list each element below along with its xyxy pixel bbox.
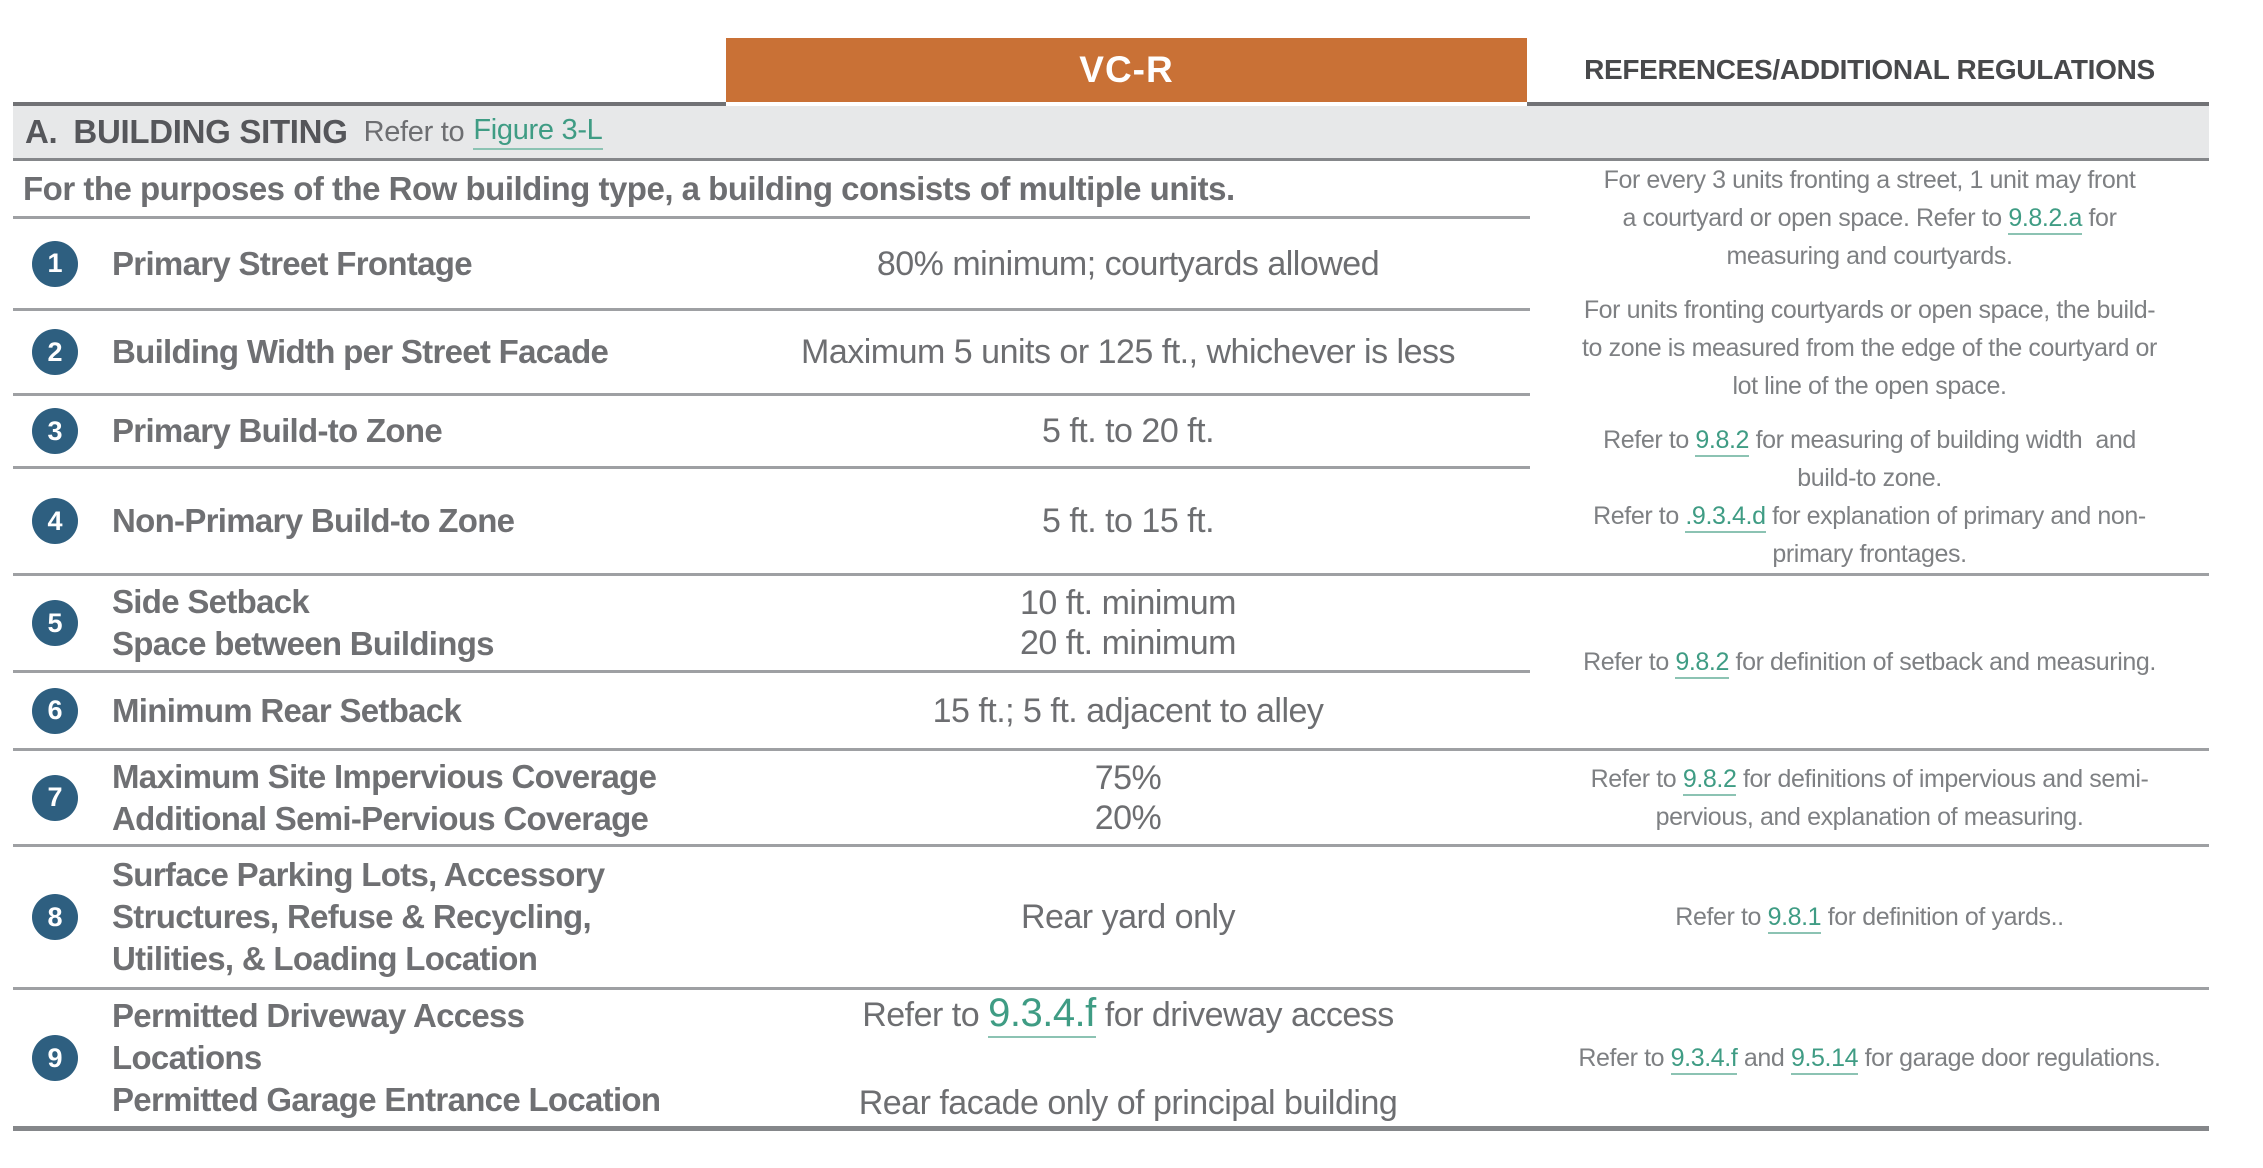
district-column-header: VC-R [726, 38, 1527, 102]
row-number-badge: 7 [32, 774, 78, 821]
badge-column: 7 [13, 774, 97, 821]
band-top-rule-right [1527, 102, 2209, 106]
row-number-badge: 3 [32, 408, 78, 454]
reference-paragraph: For every 3 units fronting a street, 1 u… [1603, 166, 2136, 270]
row-number-badge: 5 [32, 600, 78, 646]
section-9-3-4-f-link[interactable]: 9.3.4.f [1670, 1044, 1738, 1075]
reference-paragraph: For units fronting courtyards or open sp… [1582, 296, 2157, 400]
badge-column: 2 [13, 329, 97, 375]
references-cell-siting: For every 3 units fronting a street, 1 u… [1530, 161, 2209, 576]
row-number-badge: 6 [32, 687, 78, 734]
table-row: 9 Permitted Driveway Access Locations Pe… [13, 990, 1530, 1131]
table-row: 3 Primary Build-to Zone 5 ft. to 20 ft. [13, 396, 1530, 469]
row-value: Refer to 9.3.4.f for driveway access Rea… [726, 991, 1530, 1123]
row-value: 5 ft. to 15 ft. [1041, 502, 1215, 540]
section-9-3-4-d-link[interactable]: .9.3.4.d [1685, 502, 1766, 533]
references-cell-impervious: Refer to 9.8.2 for definitions of imperv… [1530, 751, 2209, 847]
references-cell-garage: Refer to 9.3.4.f and 9.5.14 for garage d… [1530, 990, 2209, 1131]
row-number-badge: 4 [32, 498, 78, 544]
row-value: 80% minimum; courtyards allowed [876, 244, 1380, 283]
row-value: 5 ft. to 20 ft. [1041, 412, 1215, 450]
badge-column: 1 [13, 240, 97, 287]
intro-row: For the purposes of the Row building typ… [13, 161, 1530, 219]
badge-column: 4 [13, 498, 97, 544]
table-row: 6 Minimum Rear Setback 15 ft.; 5 ft. adj… [13, 673, 1530, 751]
row-label: Primary Build-to Zone [112, 412, 443, 449]
row-label: Side Setback Space between Buildings [112, 583, 495, 662]
section-9-8-2-link[interactable]: 9.8.2 [1682, 764, 1737, 796]
references-cell-yards: Refer to 9.8.1 for definition of yards.. [1530, 847, 2209, 990]
row-label: Minimum Rear Setback [112, 691, 462, 729]
section-9-3-4-f-link[interactable]: 9.3.4.f [988, 991, 1096, 1038]
row-value: 75% 20% [1094, 758, 1162, 837]
reference-paragraph: Refer to 9.8.2 for measuring of building… [1603, 426, 2136, 492]
row-label: Surface Parking Lots, Accessory Structur… [112, 856, 605, 977]
references-column-header: REFERENCES/ADDITIONAL REGULATIONS [1584, 54, 2155, 85]
garage-entrance-value: Rear facade only of principal building [858, 1084, 1398, 1122]
row-label: Primary Street Frontage [112, 244, 473, 282]
driveway-access-value: Refer to 9.3.4.f for driveway access [726, 991, 1530, 1038]
badge-column: 8 [13, 894, 97, 940]
section-refer-text: Refer to [363, 115, 465, 148]
section-9-8-2-link[interactable]: 9.8.2 [1675, 648, 1729, 679]
figure-3l-link[interactable]: Figure 3-L [473, 114, 603, 150]
badge-column: 3 [13, 408, 97, 454]
table-row: 1 Primary Street Frontage 80% minimum; c… [13, 219, 1530, 311]
row-label: Non-Primary Build-to Zone [112, 502, 515, 539]
badge-column: 5 [13, 600, 97, 646]
badge-column: 6 [13, 687, 97, 734]
row-value: Rear yard only [1020, 898, 1236, 936]
row-label: Maximum Site Impervious Coverage Additio… [112, 757, 657, 837]
section-header-bar: A. BUILDING SITING Refer to Figure 3-L [13, 106, 2209, 161]
row-label: Permitted Driveway Access Locations Perm… [112, 997, 661, 1118]
table-row: 8 Surface Parking Lots, Accessory Struct… [13, 847, 1530, 990]
section-title: BUILDING SITING [73, 113, 348, 150]
row-label: Building Width per Street Facade [112, 333, 609, 370]
section-9-5-14-link[interactable]: 9.5.14 [1790, 1044, 1858, 1075]
section-9-8-2-a-link[interactable]: 9.8.2.a [2008, 204, 2082, 235]
row-number-badge: 1 [32, 240, 78, 287]
section-9-8-2-link[interactable]: 9.8.2 [1695, 426, 1749, 457]
row-number-badge: 9 [32, 1035, 78, 1081]
row-number-badge: 2 [32, 329, 78, 375]
badge-column: 9 [13, 1035, 97, 1081]
band-top-rule-left [13, 102, 726, 106]
reference-paragraph: Refer to .9.3.4.d for explanation of pri… [1593, 502, 2146, 568]
references-cell-setback: Refer to 9.8.2 for definition of setback… [1530, 576, 2209, 751]
table-row: 4 Non-Primary Build-to Zone 5 ft. to 15 … [13, 469, 1530, 576]
section-letter: A. [25, 113, 58, 150]
row-number-badge: 8 [32, 894, 78, 940]
table-row: 2 Building Width per Street Facade Maxim… [13, 311, 1530, 396]
row-value: Maximum 5 units or 125 ft., whichever is… [801, 333, 1455, 371]
section-9-8-1-link[interactable]: 9.8.1 [1767, 903, 1822, 934]
table-row: 5 Side Setback Space between Buildings 1… [13, 576, 1530, 673]
row-value: 15 ft.; 5 ft. adjacent to alley [932, 691, 1324, 730]
intro-text: For the purposes of the Row building typ… [23, 169, 1235, 207]
row-value: 10 ft. minimum 20 ft. minimum [1020, 584, 1236, 662]
table-row: 7 Maximum Site Impervious Coverage Addit… [13, 751, 1530, 847]
district-label: VC-R [1079, 49, 1174, 90]
